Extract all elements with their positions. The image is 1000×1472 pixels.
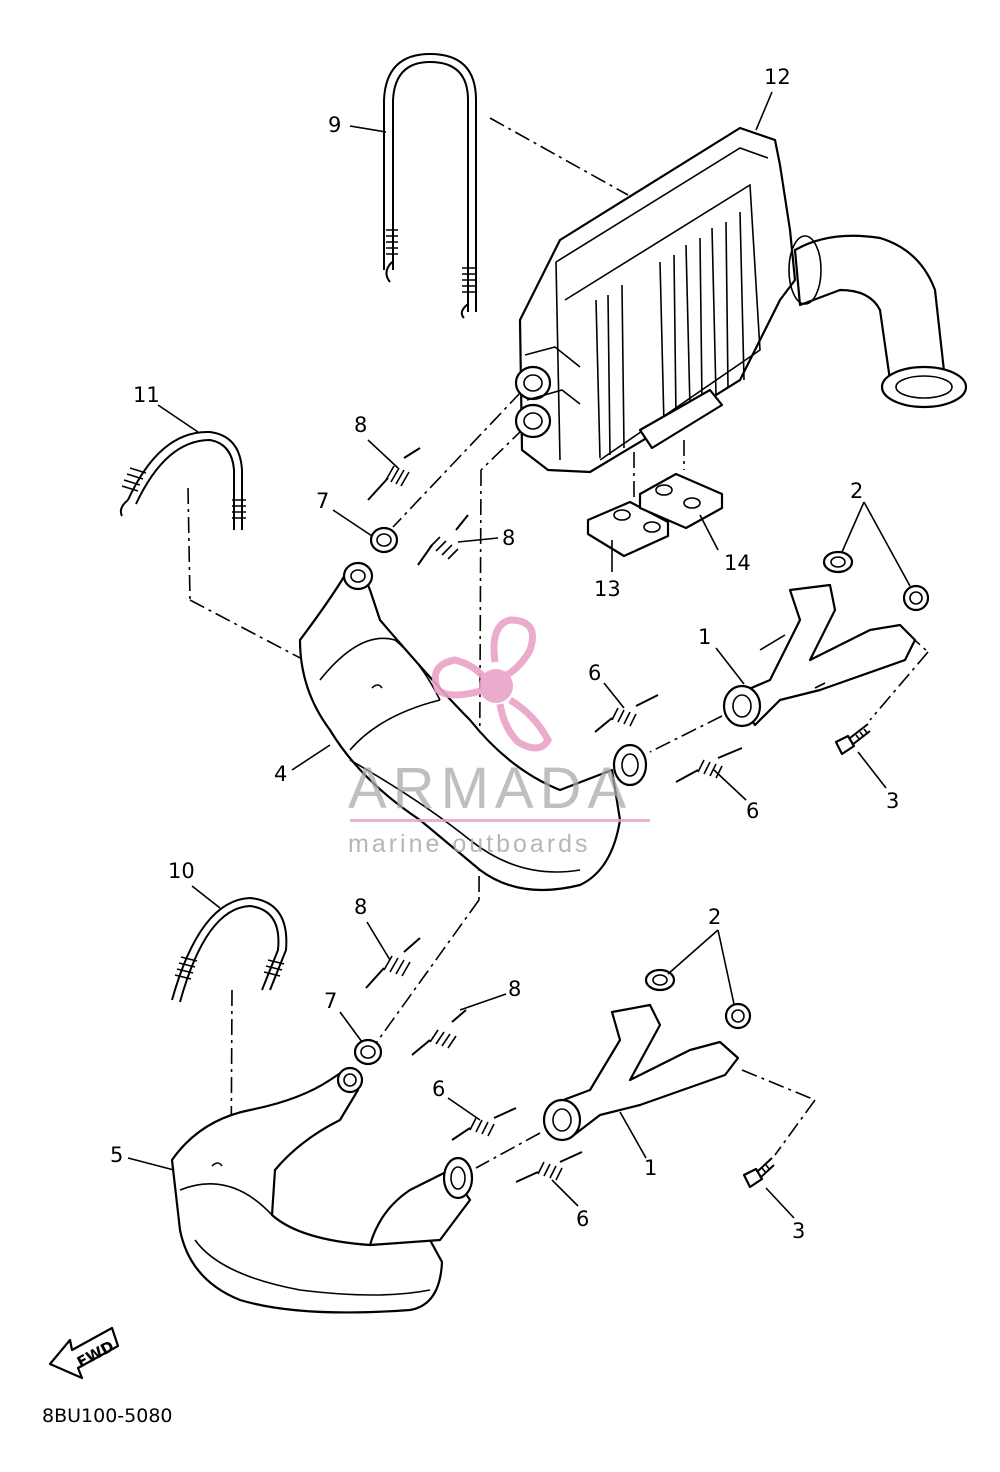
callout-4: 4	[274, 762, 287, 786]
part-code: 8BU100-5080	[42, 1405, 173, 1427]
callout-10: 10	[168, 859, 195, 883]
springs	[365, 447, 743, 1183]
callout-8c: 8	[354, 895, 367, 919]
watermark-underline	[350, 819, 650, 822]
callout-14: 14	[724, 551, 751, 575]
callout-5: 5	[110, 1143, 123, 1167]
callout-3b: 3	[792, 1219, 805, 1243]
hook-rod-10	[171, 896, 288, 1003]
bracket-13	[586, 500, 670, 558]
watermark-tagline: marine outboards	[348, 830, 591, 858]
callout-11: 11	[133, 383, 160, 407]
callout-7a: 7	[316, 489, 329, 513]
bolt-3	[742, 723, 871, 1189]
callout-12: 12	[764, 65, 791, 89]
exhaust-pipe-5	[170, 1066, 474, 1314]
callout-leaders	[127, 91, 911, 1219]
callout-7b: 7	[324, 989, 337, 1013]
armada-watermark: ARMADA marine outboards	[348, 616, 650, 858]
forward-arrow-icon: FWD	[48, 1326, 120, 1380]
exhaust-pipe-4	[298, 561, 648, 892]
callout-1a: 1	[698, 625, 711, 649]
manifold-1-upper	[722, 583, 917, 728]
hook-rod-9	[383, 52, 477, 319]
callout-6a: 6	[588, 661, 601, 685]
callout-2b: 2	[708, 905, 721, 929]
callout-2a: 2	[850, 479, 863, 503]
callout-6b: 6	[746, 799, 759, 823]
callout-6d: 6	[576, 1207, 589, 1231]
callout-13: 13	[594, 577, 621, 601]
callout-labels: 12 9 11 8 7 8 2 13 14 1 6 4 6 3 10 8 2 8…	[110, 65, 899, 1243]
muffler-12	[514, 126, 968, 474]
propeller-logo-icon	[431, 616, 552, 752]
callout-3a: 3	[886, 789, 899, 813]
gasket-2	[644, 550, 930, 1030]
bracket-14	[638, 472, 724, 530]
callout-8a: 8	[354, 413, 367, 437]
callout-9: 9	[328, 113, 341, 137]
callout-8d: 8	[508, 977, 521, 1001]
callout-6c: 6	[432, 1077, 445, 1101]
watermark-brand: ARMADA	[348, 756, 632, 821]
callout-1b: 1	[644, 1156, 657, 1180]
manifold-1-lower	[542, 1003, 740, 1142]
callout-8b: 8	[502, 526, 515, 550]
gasket-7	[353, 526, 399, 1066]
hook-rod-11	[119, 430, 246, 530]
